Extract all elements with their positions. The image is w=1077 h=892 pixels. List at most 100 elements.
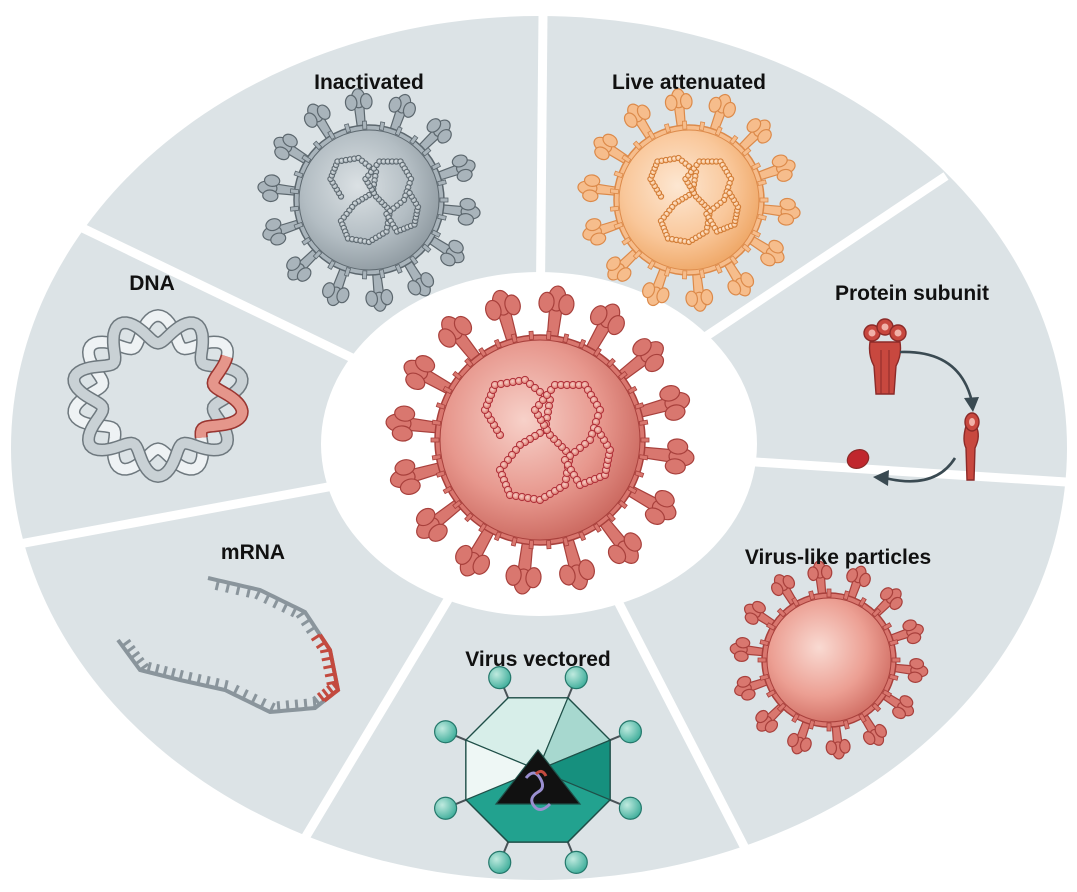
membrane-protein bbox=[627, 385, 638, 395]
membrane-protein bbox=[663, 266, 672, 277]
nucleotide-base bbox=[312, 697, 317, 709]
membrane-protein bbox=[842, 719, 850, 730]
nucleotide-base bbox=[232, 684, 240, 696]
membrane-protein bbox=[751, 229, 762, 238]
membrane-protein bbox=[640, 437, 650, 443]
membrane-protein bbox=[431, 162, 442, 171]
membrane-protein bbox=[431, 419, 442, 426]
membrane-protein bbox=[394, 126, 403, 137]
nucleotide-base bbox=[241, 689, 249, 700]
nucleotide-base bbox=[225, 582, 231, 593]
membrane-protein bbox=[714, 126, 723, 137]
nucleotide-base bbox=[125, 644, 136, 654]
capsid-facet bbox=[465, 739, 540, 801]
membrane-protein bbox=[617, 370, 628, 381]
membrane-protein bbox=[593, 347, 602, 358]
membrane-protein bbox=[437, 213, 447, 221]
nucleotide-base bbox=[214, 580, 220, 591]
membrane-protein bbox=[478, 522, 487, 533]
membrane-protein bbox=[759, 197, 769, 203]
nucleotide-base bbox=[250, 693, 258, 704]
membrane-protein bbox=[882, 622, 893, 631]
spike-protein bbox=[257, 174, 303, 203]
membrane-protein bbox=[647, 130, 656, 141]
label-inactivated: Inactivated bbox=[314, 71, 424, 94]
nucleotide-base bbox=[187, 671, 193, 683]
membrane-protein bbox=[493, 338, 502, 349]
membrane-protein bbox=[714, 263, 723, 274]
membrane-protein bbox=[289, 188, 300, 195]
membrane-protein bbox=[361, 120, 368, 130]
membrane-protein bbox=[765, 622, 776, 631]
nucleotide-base bbox=[294, 699, 299, 710]
membrane-protein bbox=[826, 588, 832, 598]
nucleotide-base bbox=[130, 650, 141, 660]
viral-vector-icon bbox=[434, 666, 642, 874]
membrane-protein bbox=[421, 243, 432, 253]
membrane-protein bbox=[791, 596, 800, 607]
membrane-protein bbox=[681, 120, 688, 130]
membrane-protein bbox=[327, 259, 336, 270]
dna-plasmid-icon bbox=[67, 309, 249, 483]
membrane-protein bbox=[421, 147, 432, 157]
membrane-protein bbox=[613, 170, 624, 179]
membrane-protein bbox=[289, 205, 300, 212]
membrane-protein bbox=[578, 531, 587, 542]
nucleotide-base bbox=[305, 625, 316, 634]
nucleotide-base bbox=[134, 656, 145, 666]
membrane-protein bbox=[430, 437, 440, 443]
mrna-coding-region bbox=[318, 633, 341, 703]
nucleotide-base bbox=[295, 610, 306, 619]
membrane-protein bbox=[562, 333, 570, 344]
antigen-gene bbox=[534, 769, 548, 777]
membrane-protein bbox=[442, 385, 453, 395]
nucleotide-base bbox=[300, 618, 311, 627]
membrane-protein bbox=[729, 134, 739, 145]
membrane-protein bbox=[452, 499, 463, 510]
spike-protein bbox=[622, 482, 677, 525]
mrna-strand-icon bbox=[116, 576, 341, 715]
membrane-protein bbox=[757, 213, 767, 221]
membrane-protein bbox=[776, 702, 787, 713]
membrane-protein bbox=[431, 229, 442, 238]
membrane-protein bbox=[343, 266, 352, 277]
spike-protein bbox=[751, 154, 796, 183]
membrane-protein bbox=[632, 140, 643, 151]
spike-protein bbox=[385, 405, 444, 442]
fiber-knob bbox=[618, 796, 642, 820]
membrane-protein bbox=[663, 123, 672, 134]
nucleotide-base bbox=[312, 695, 321, 706]
membrane-protein bbox=[751, 162, 762, 171]
membrane-protein bbox=[634, 470, 645, 478]
membrane-protein bbox=[808, 590, 816, 601]
membrane-protein bbox=[293, 170, 304, 179]
membrane-protein bbox=[632, 249, 643, 260]
nucleotide-base bbox=[259, 697, 267, 709]
membrane-protein bbox=[891, 657, 901, 663]
membrane-protein bbox=[578, 338, 587, 349]
membrane-protein bbox=[617, 499, 628, 510]
nucleotide-base bbox=[272, 598, 280, 609]
membrane-protein bbox=[609, 188, 620, 195]
membrane-protein bbox=[634, 402, 645, 410]
membrane-protein bbox=[757, 657, 767, 663]
viral-core bbox=[439, 339, 641, 541]
membrane-protein bbox=[343, 123, 352, 134]
membrane-protein bbox=[638, 454, 649, 461]
membrane-protein bbox=[808, 719, 816, 730]
membrane-protein bbox=[435, 470, 446, 478]
membrane-protein bbox=[510, 536, 518, 547]
virus-like-particle-icon bbox=[729, 560, 929, 760]
membrane-protein bbox=[888, 673, 899, 681]
inactivated-virus-icon bbox=[257, 88, 481, 312]
membrane-protein bbox=[842, 590, 850, 601]
spike-protein bbox=[455, 522, 498, 577]
nucleotide-base bbox=[146, 661, 152, 673]
membrane-protein bbox=[293, 221, 304, 230]
membrane-protein bbox=[493, 531, 502, 542]
membrane-protein bbox=[378, 269, 386, 279]
arrow-icon bbox=[884, 457, 957, 483]
spike-protein bbox=[559, 532, 595, 591]
nucleotide-base bbox=[263, 593, 271, 605]
